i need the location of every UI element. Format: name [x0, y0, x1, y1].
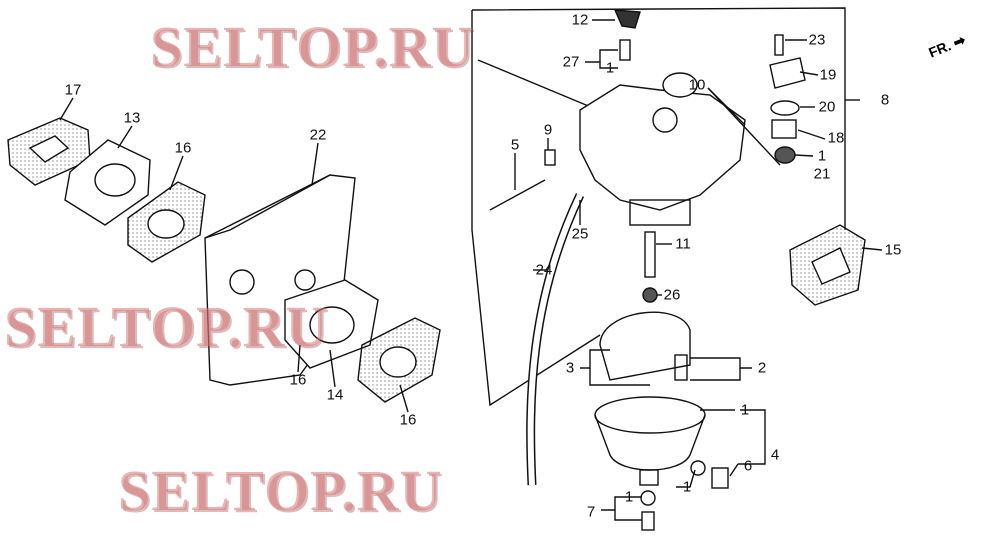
- float-bowl: [594, 396, 706, 434]
- nut-21: [774, 146, 796, 164]
- callout: 13: [123, 109, 141, 127]
- callout: 10: [688, 76, 706, 94]
- knob-12: [613, 9, 641, 29]
- cap-10: [662, 72, 698, 98]
- insulator-13: [64, 139, 151, 226]
- callout: 4: [770, 446, 780, 464]
- screw-9: [544, 149, 556, 166]
- callout: 1: [624, 488, 634, 506]
- callout: 11: [675, 235, 691, 253]
- callout: 21: [813, 165, 831, 183]
- callout: 2: [757, 359, 767, 377]
- callout: 12: [571, 11, 589, 29]
- callout: 26: [663, 286, 681, 304]
- callout: 18: [827, 129, 845, 147]
- callout: 25: [571, 225, 589, 243]
- callout: 24: [535, 261, 553, 279]
- callout: 1: [740, 401, 750, 419]
- carburetor-body: [579, 84, 746, 211]
- screw-5: [489, 179, 546, 211]
- callout: 20: [818, 98, 836, 116]
- bolt-6: [711, 467, 729, 489]
- callout: 7: [586, 503, 596, 521]
- callout: 22: [309, 126, 327, 144]
- washer-1b: [640, 490, 656, 506]
- screw-23: [774, 34, 784, 56]
- callout: 23: [808, 31, 826, 49]
- plate-19: [769, 57, 806, 89]
- callout: 1: [682, 478, 692, 496]
- needle-2: [674, 354, 688, 381]
- callout: 1: [605, 59, 615, 77]
- screw-27: [619, 39, 631, 61]
- jet-26: [642, 287, 658, 303]
- watermark: SELTOP.RU: [118, 458, 443, 523]
- callout: 1: [817, 147, 827, 165]
- callout: 5: [510, 136, 520, 154]
- gasket-20: [770, 100, 800, 116]
- washer-1: [690, 460, 706, 476]
- jet-11: [644, 231, 656, 278]
- callout: 6: [743, 457, 753, 475]
- callout: 15: [884, 241, 902, 259]
- callout: 27: [562, 53, 580, 71]
- group-bracket: [471, 10, 601, 407]
- callout: 16: [289, 371, 307, 389]
- bolt-7: [641, 511, 655, 531]
- callout: 16: [174, 139, 192, 157]
- watermark: SELTOP.RU: [4, 294, 329, 359]
- callout: 16: [399, 411, 417, 429]
- callout: 9: [543, 121, 553, 139]
- float-3: [599, 311, 691, 381]
- part-18: [771, 119, 797, 139]
- callout: 3: [565, 359, 575, 377]
- callout: 17: [64, 81, 82, 99]
- callout: 14: [326, 386, 344, 404]
- watermark: SELTOP.RU: [150, 14, 475, 79]
- callout: 8: [880, 91, 890, 109]
- callout: 19: [819, 66, 837, 84]
